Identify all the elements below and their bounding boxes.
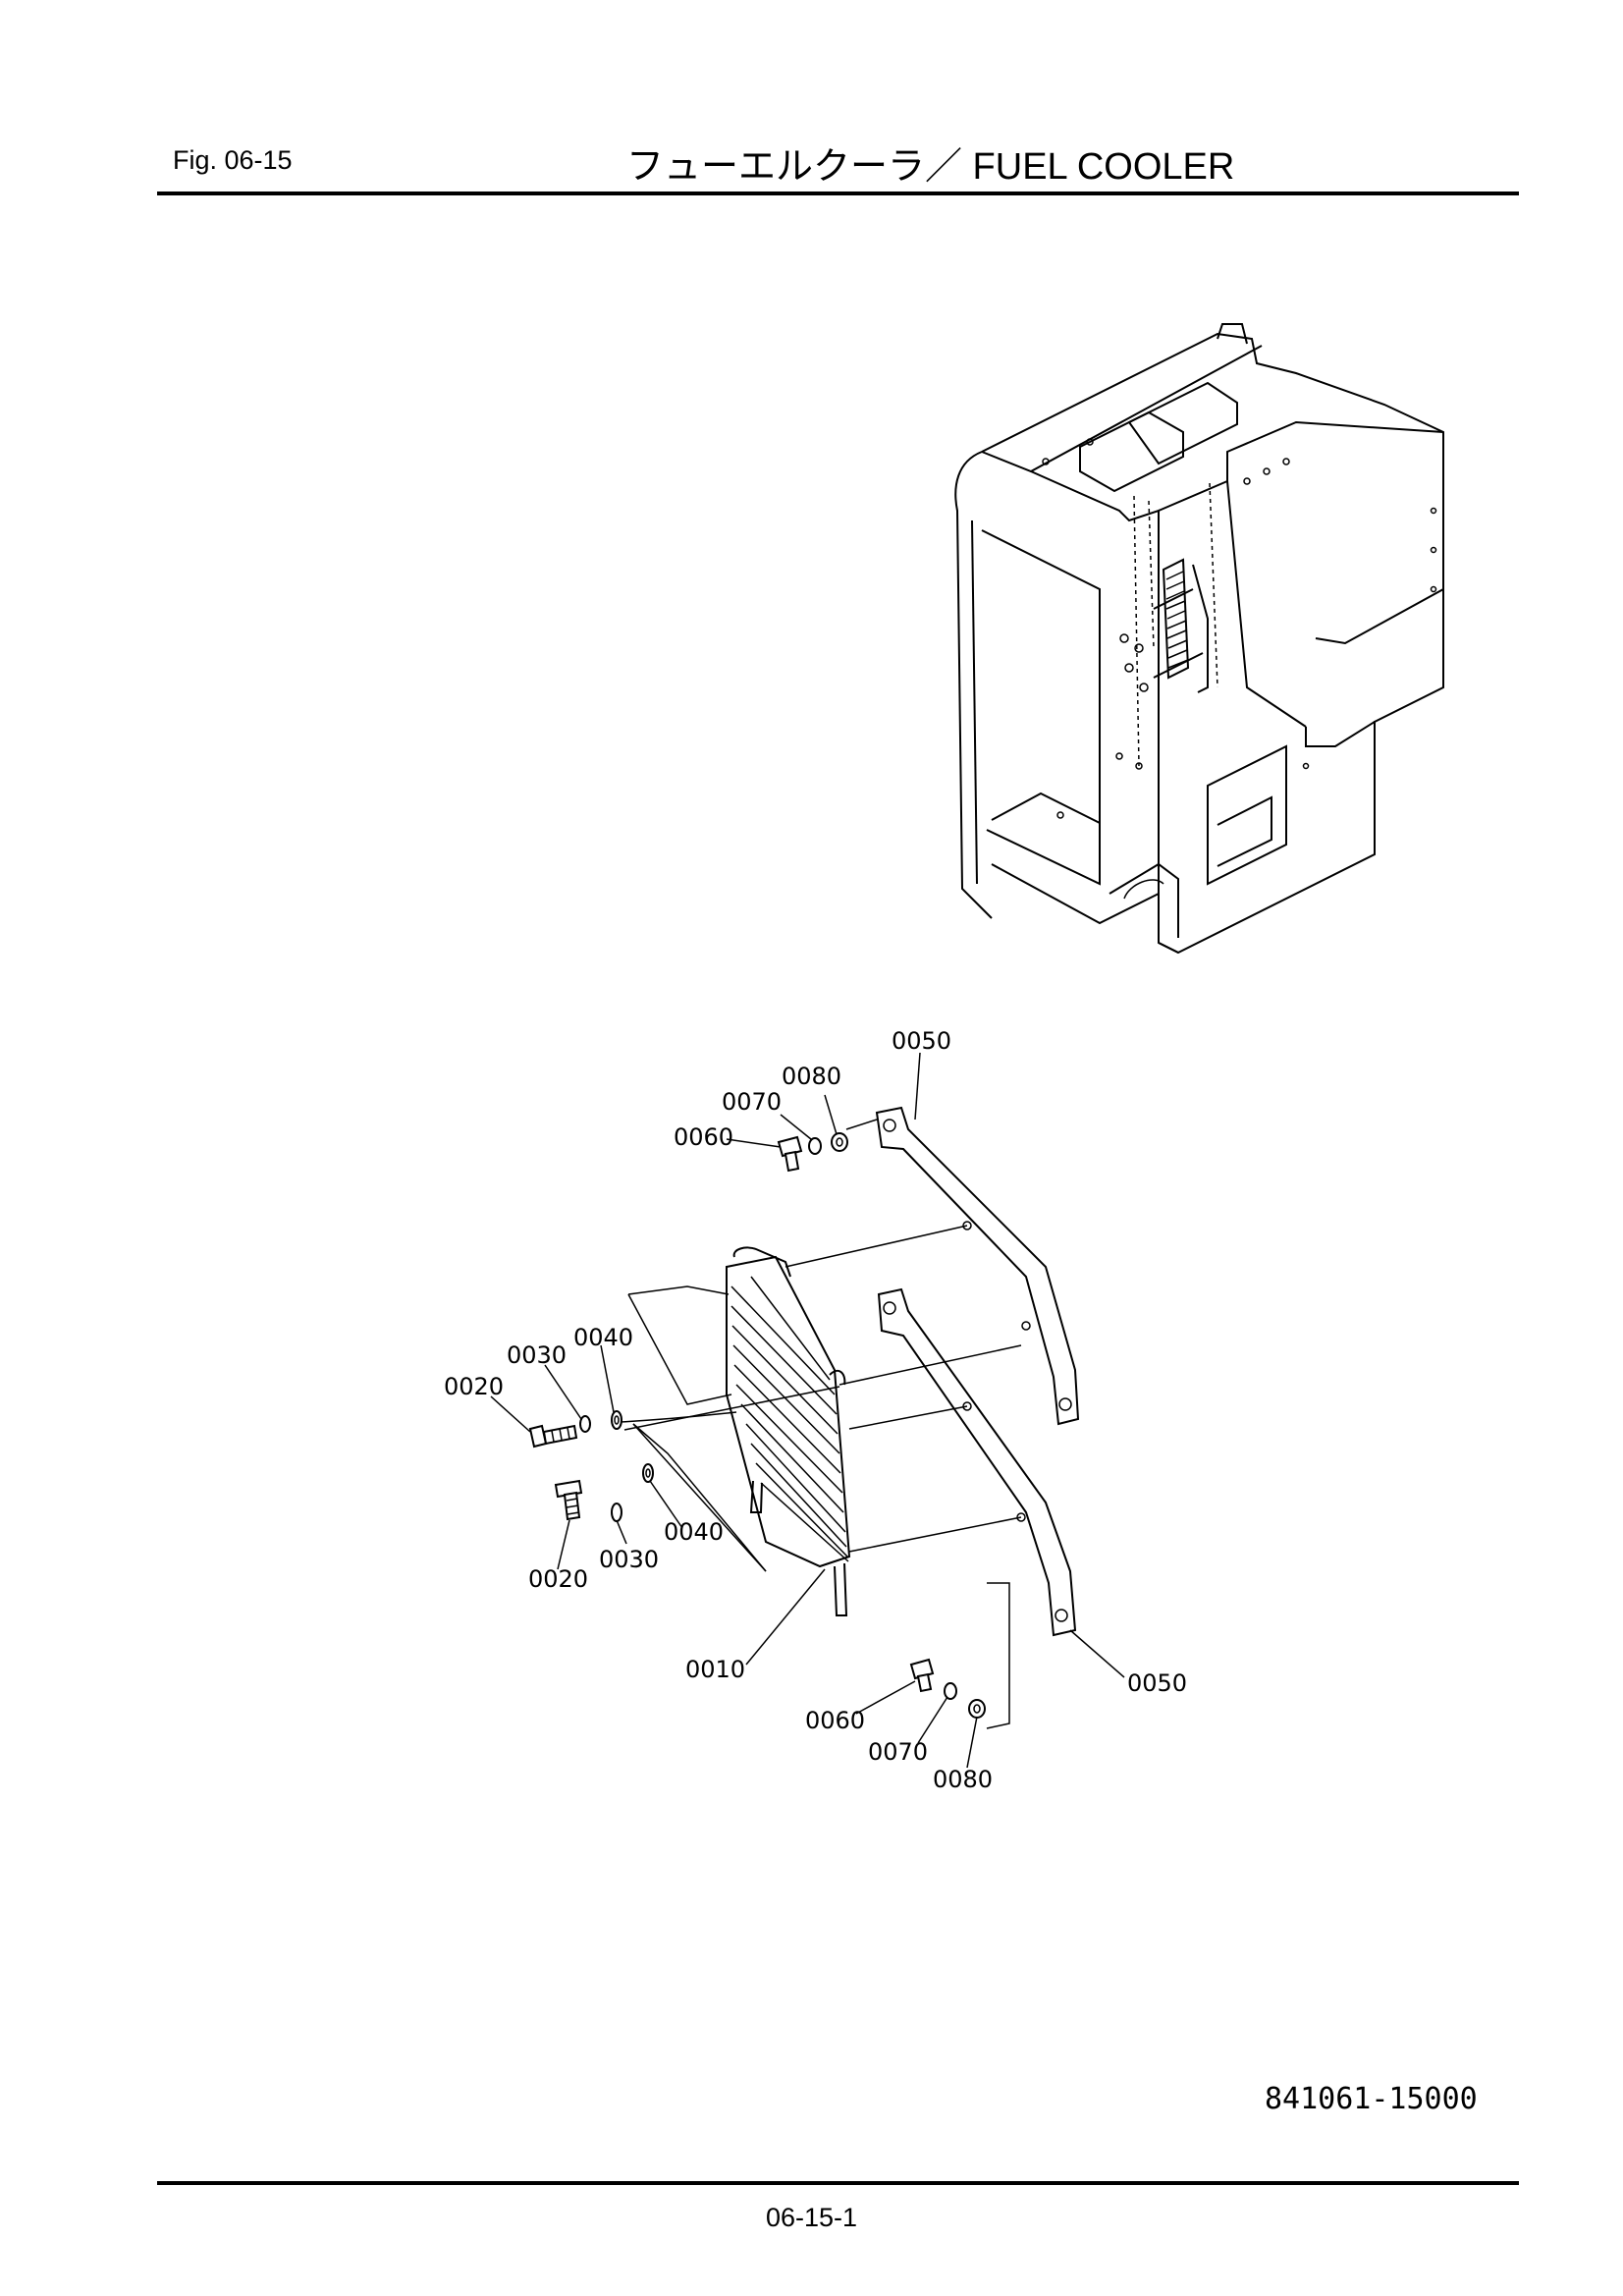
document-number: 841061-15000 — [1265, 2082, 1478, 2116]
machine-frame-drawing — [954, 323, 1444, 955]
callout-0070-lower: 0070 — [868, 1738, 928, 1766]
assembly-lines — [620, 1119, 1022, 1729]
header-rule — [157, 191, 1519, 195]
bolt-0060-upper — [777, 1135, 803, 1173]
callout-0020-upper: 0020 — [444, 1373, 504, 1400]
callout-0010: 0010 — [685, 1656, 745, 1683]
callout-0030-upper: 0030 — [507, 1341, 567, 1369]
callout-0040-lower: 0040 — [664, 1518, 724, 1546]
bracket-upper — [875, 1106, 1080, 1426]
callout-0020-lower: 0020 — [528, 1565, 588, 1593]
callout-0070-upper: 0070 — [722, 1088, 782, 1116]
callout-0030-lower: 0030 — [599, 1546, 659, 1573]
callout-0060-lower: 0060 — [805, 1707, 865, 1734]
bolt-0060-lower — [909, 1658, 935, 1693]
bracket-lower — [877, 1287, 1077, 1637]
fuel-cooler — [726, 1246, 851, 1616]
callout-0040-upper: 0040 — [573, 1324, 633, 1351]
page-title: フューエルクーラ／ FUEL COOLER — [626, 146, 1235, 188]
callout-leaders — [490, 1052, 1125, 1769]
frame-holes — [1042, 438, 1437, 819]
figure-number: Fig. 06-15 — [173, 145, 293, 175]
callout-0050-lower: 0050 — [1127, 1669, 1187, 1697]
callout-0080-lower: 0080 — [933, 1766, 993, 1793]
callout-0080-upper: 0080 — [782, 1063, 841, 1090]
bolt-0020-upper — [528, 1424, 578, 1449]
footer-rule — [157, 2181, 1519, 2185]
page-number: 06-15-1 — [765, 2203, 858, 2232]
bolt-0020-lower — [554, 1479, 583, 1521]
callout-0050-upper: 0050 — [892, 1027, 951, 1055]
callout-0060-upper: 0060 — [674, 1123, 733, 1151]
cooler-inset — [1153, 558, 1209, 693]
